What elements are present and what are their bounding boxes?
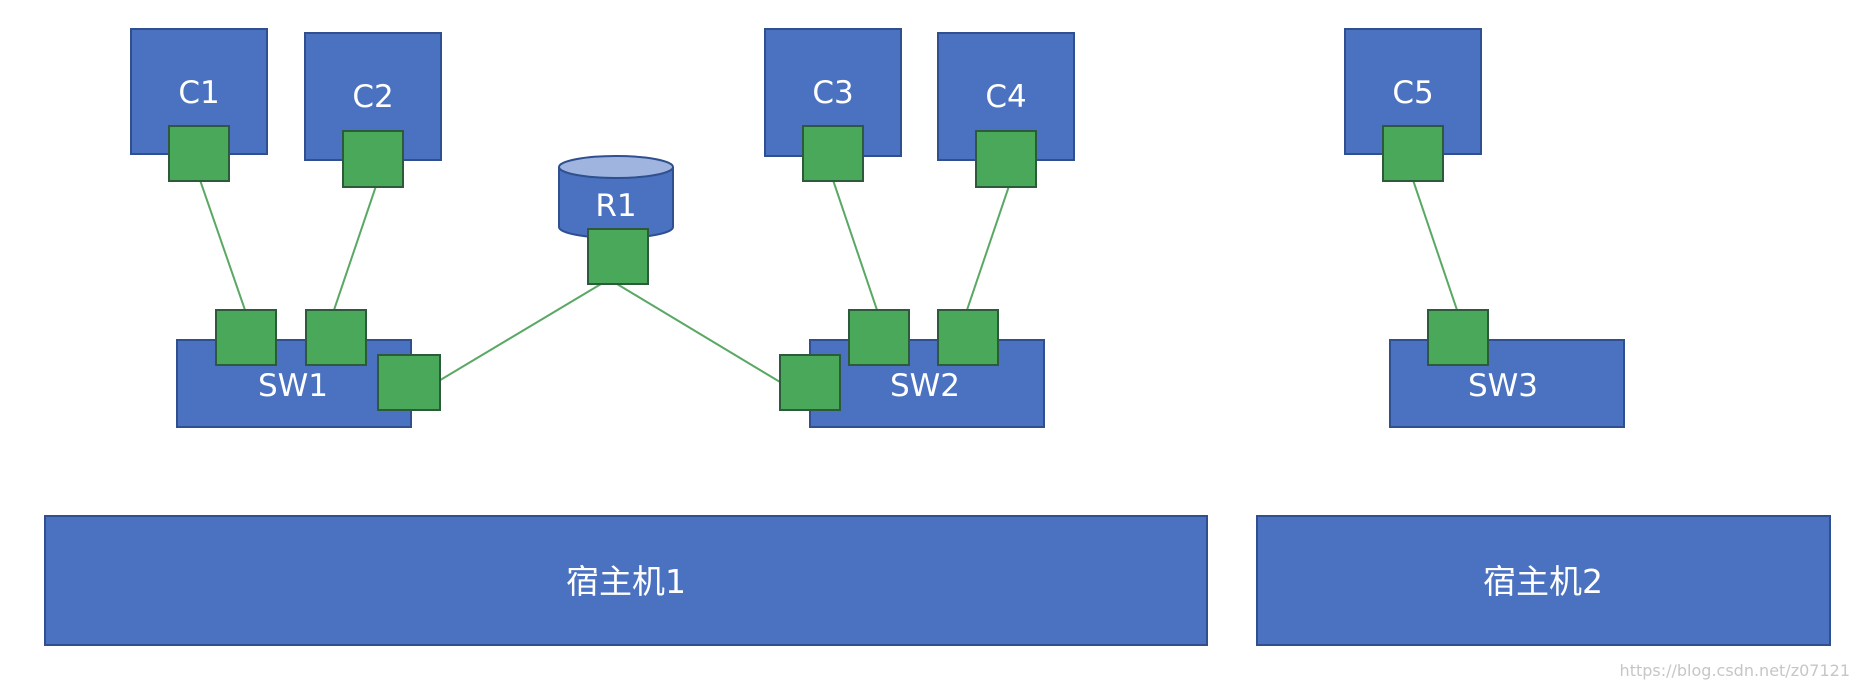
link-c4-sw2 <box>966 185 1010 311</box>
port-c2 <box>342 130 404 188</box>
router-r1-top <box>558 155 674 179</box>
switch-sw2: SW2 <box>779 309 1045 428</box>
switch-sw2-label: SW2 <box>890 368 960 404</box>
host-2-label: 宿主机2 <box>1483 562 1603 601</box>
port-sw1-c2 <box>305 309 367 366</box>
switch-sw3: SW3 <box>1389 309 1625 428</box>
port-c1 <box>168 125 230 182</box>
switch-sw3-label: SW3 <box>1468 368 1538 404</box>
switch-sw1-label: SW1 <box>258 368 328 404</box>
container-c5: C5 <box>1344 28 1482 182</box>
container-c2-label: C2 <box>352 79 393 115</box>
container-c2: C2 <box>304 32 442 188</box>
link-c5-sw3 <box>1412 179 1458 311</box>
port-sw2-c4 <box>937 309 999 366</box>
container-c1: C1 <box>130 28 268 182</box>
port-c5 <box>1382 125 1444 182</box>
container-c3-label: C3 <box>812 75 853 111</box>
link-c2-sw1 <box>333 185 377 311</box>
port-sw1-c1 <box>215 309 277 366</box>
port-c3 <box>802 125 864 182</box>
link-r1-sw1 <box>436 283 602 383</box>
port-sw2-c3 <box>848 309 910 366</box>
router-r1-label: R1 <box>595 188 636 224</box>
container-c4-label: C4 <box>985 79 1026 115</box>
link-c3-sw2 <box>832 179 878 311</box>
container-c5-label: C5 <box>1392 75 1433 111</box>
port-c4 <box>975 130 1037 188</box>
host-2: 宿主机2 <box>1256 515 1831 646</box>
link-r1-sw2 <box>616 283 781 383</box>
host-1: 宿主机1 <box>44 515 1208 646</box>
port-sw1-r1 <box>377 354 441 411</box>
container-c3: C3 <box>764 28 902 182</box>
router-r1: R1 <box>558 155 674 285</box>
link-c1-sw1 <box>199 179 246 311</box>
container-c1-label: C1 <box>178 75 219 111</box>
host-1-label: 宿主机1 <box>566 562 686 601</box>
port-sw2-r1 <box>779 354 841 411</box>
port-r1 <box>587 228 649 285</box>
container-c4: C4 <box>937 32 1075 188</box>
port-sw3-c5 <box>1427 309 1489 366</box>
switch-sw1: SW1 <box>176 309 441 428</box>
watermark-text: https://blog.csdn.net/z07121 <box>1620 661 1850 680</box>
